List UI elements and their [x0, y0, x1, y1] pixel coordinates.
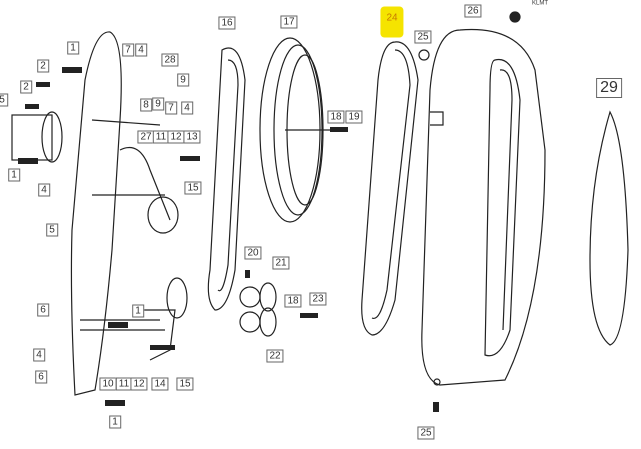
idler-21	[239, 286, 261, 308]
cover-26-recess	[484, 58, 521, 357]
part-label-7: 7	[122, 43, 134, 57]
bolt	[433, 402, 439, 412]
part-label-4: 4	[181, 101, 193, 115]
bolt	[330, 127, 348, 132]
part-label-14: 14	[151, 377, 169, 391]
part-label-10: 10	[99, 377, 117, 391]
part-label-26: 26	[464, 4, 482, 18]
part-label-16: 16	[218, 16, 236, 30]
bolt	[18, 158, 38, 164]
part-label-24: 24	[380, 6, 404, 38]
bolt	[105, 400, 125, 406]
motor-flange	[41, 111, 63, 163]
bolt	[36, 82, 50, 87]
part-label-5: 5	[0, 93, 8, 107]
part-label-7: 7	[165, 101, 177, 115]
grommet-25	[418, 49, 430, 61]
part-label-19: 19	[345, 110, 363, 124]
part-label-15: 15	[176, 377, 194, 391]
bolt	[180, 156, 200, 161]
brackets	[80, 119, 165, 331]
bolts	[18, 67, 439, 412]
part-label-25: 25	[417, 426, 435, 440]
part-label-KLMT: KLMT	[529, 0, 551, 8]
mounting-plate	[70, 31, 122, 396]
idler-22	[239, 311, 261, 333]
belt-16	[207, 47, 246, 311]
bolt	[25, 104, 39, 109]
part-label-4: 4	[135, 43, 147, 57]
part-label-18: 18	[284, 294, 302, 308]
bolt	[150, 345, 175, 350]
part-label-2: 2	[20, 80, 32, 94]
part-label-9: 9	[177, 73, 189, 87]
part-label-21: 21	[272, 256, 290, 270]
part-label-20: 20	[244, 246, 262, 260]
cover-26-recess-edge	[499, 69, 513, 331]
part-label-18: 18	[327, 110, 345, 124]
bolt	[300, 313, 318, 318]
tensioner-arms	[119, 146, 176, 361]
cover-26-tab	[430, 111, 444, 126]
part-label-5: 5	[46, 223, 58, 237]
tensioner-pulley-upper	[147, 196, 179, 234]
cover-top-fastener	[509, 11, 521, 23]
part-label-6: 6	[35, 370, 47, 384]
part-label-12: 12	[130, 377, 148, 391]
part-label-17: 17	[280, 15, 298, 29]
motor	[11, 114, 53, 161]
idler-21-flange	[259, 282, 277, 312]
idler-22-flange	[259, 307, 277, 337]
part-label-15: 15	[184, 181, 202, 195]
part-label-2: 2	[37, 59, 49, 73]
part-label-4: 4	[38, 183, 50, 197]
cover-26	[421, 28, 546, 386]
part-label-9: 9	[152, 97, 164, 111]
bolt	[245, 270, 250, 278]
part-label-29: 29	[596, 78, 622, 98]
belt-24	[361, 41, 419, 336]
tensioner-pulley-lower	[166, 277, 188, 319]
part-label-12: 12	[167, 130, 185, 144]
part-label-25: 25	[414, 30, 432, 44]
part-label-1: 1	[109, 415, 121, 429]
part-label-1: 1	[67, 41, 79, 55]
part-label-28: 28	[161, 53, 179, 67]
part-label-4: 4	[33, 348, 45, 362]
panel-29	[589, 110, 629, 346]
bolt	[108, 322, 128, 328]
part-label-8: 8	[140, 98, 152, 112]
part-label-1: 1	[8, 168, 20, 182]
part-label-13: 13	[183, 130, 201, 144]
bolt	[62, 67, 82, 73]
part-label-6: 6	[37, 303, 49, 317]
part-label-23: 23	[309, 292, 327, 306]
part-label-22: 22	[266, 349, 284, 363]
cover-26-bottom-hole	[433, 378, 441, 386]
part-label-1: 1	[132, 304, 144, 318]
